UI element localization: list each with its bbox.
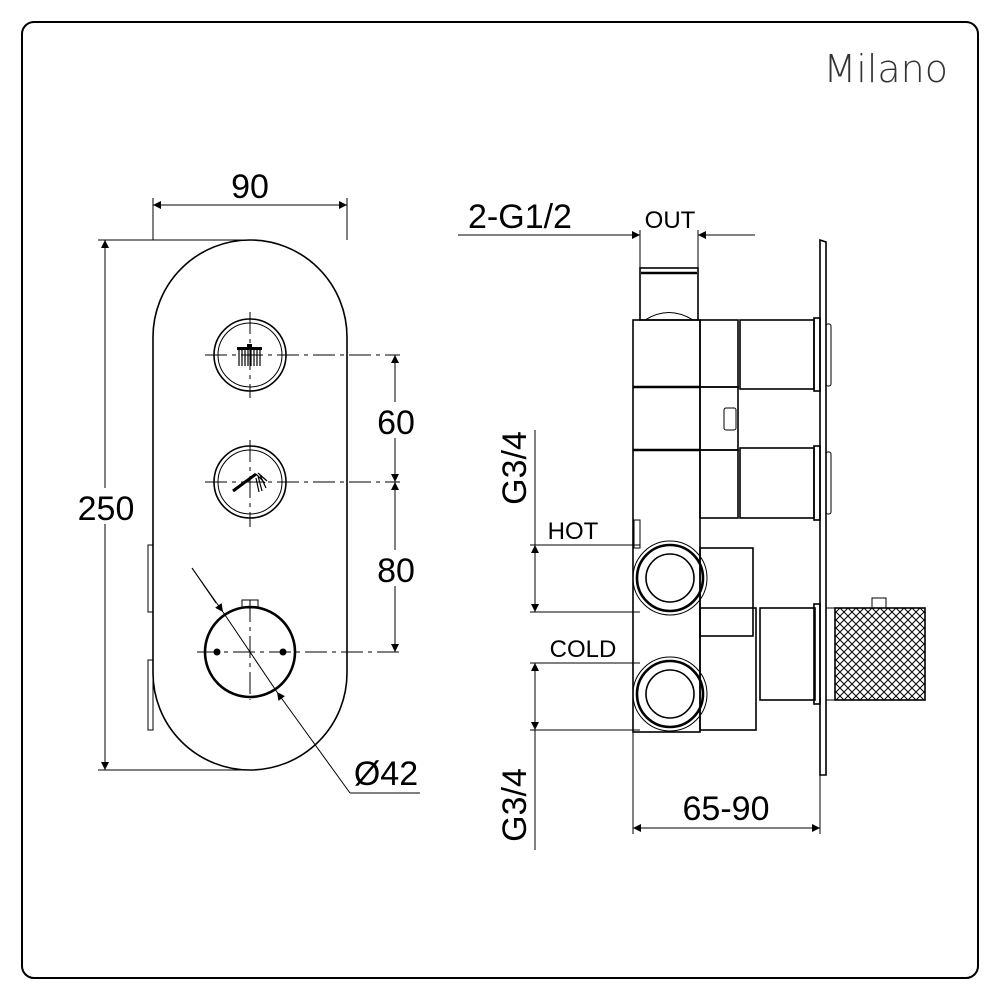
dial-diameter-dimension: Ø42 [354, 755, 418, 793]
middle-cartridge [739, 447, 815, 519]
side-view: 2-G1/2 OUT HOT G3/4 COLD G3/4 65-90 [458, 198, 926, 850]
cold-label: COLD [550, 636, 617, 663]
front-view: 90 250 60 80 Ø42 [70, 168, 420, 794]
outlet-label: OUT [645, 207, 696, 234]
brand-logo: Milano [823, 47, 948, 91]
valve-body [632, 319, 701, 733]
hot-inlet [632, 540, 708, 616]
lower-spacing-dimension: 80 [377, 552, 415, 590]
width-dimension: 90 [231, 168, 269, 206]
cold-thread-label: G3/4 [496, 768, 534, 842]
hot-label: HOT [548, 518, 599, 545]
knurled-handle [834, 607, 926, 701]
cold-inlet [632, 656, 708, 732]
wall-plate [819, 238, 827, 776]
depth-dimension: 65-90 [683, 790, 770, 828]
thermostat-cartridge [759, 607, 816, 701]
side-tab-lower [147, 659, 154, 731]
upper-cartridge [739, 319, 815, 390]
side-tab-upper [147, 544, 154, 613]
hot-thread-label: G3/4 [496, 431, 534, 505]
height-dimension: 250 [78, 490, 135, 528]
drawing-frame [21, 21, 979, 979]
upper-spacing-dimension: 60 [377, 404, 415, 442]
outlet-thread-label: 2-G1/2 [468, 198, 572, 236]
